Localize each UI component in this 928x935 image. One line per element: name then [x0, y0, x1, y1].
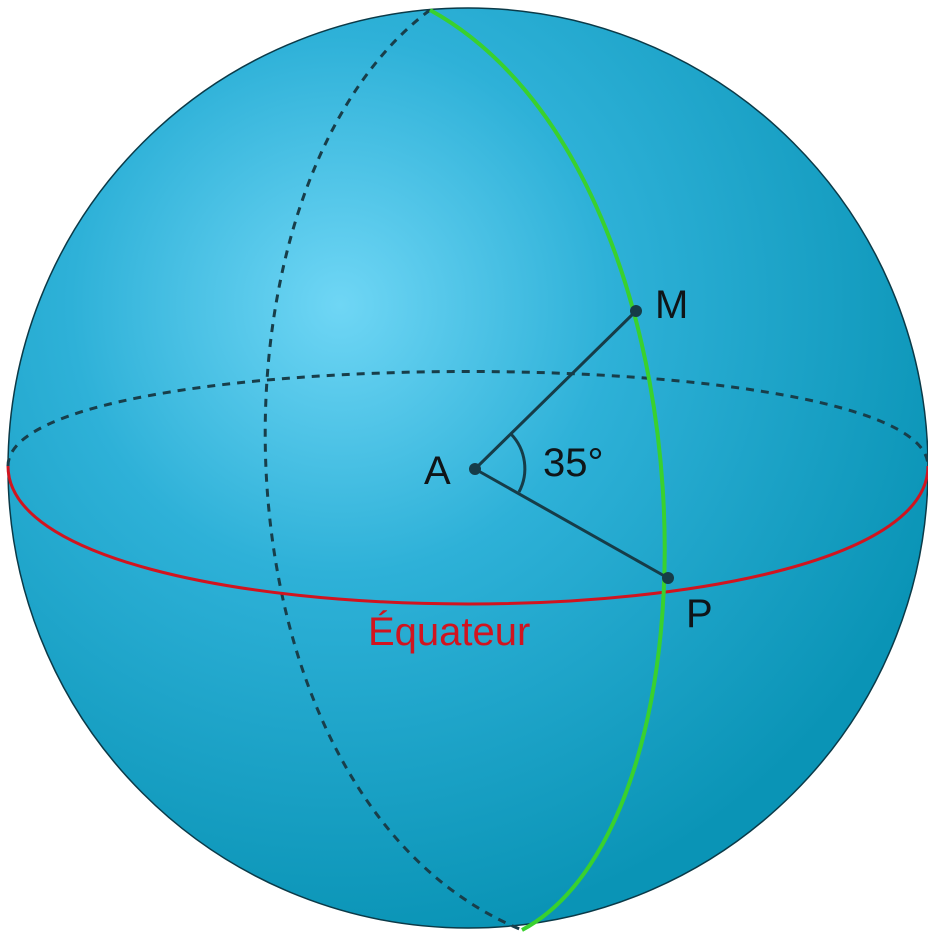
segment-am — [473, 309, 638, 471]
segment-ap — [474, 467, 669, 580]
point-p-dot — [662, 572, 674, 584]
equator-line — [6, 465, 928, 606]
sphere-body — [7, 7, 928, 929]
angle-arc — [509, 432, 527, 493]
point-p-label: P — [686, 592, 713, 636]
angle-label: 35° — [543, 441, 604, 485]
equator-back-dashed — [6, 370, 928, 467]
point-a-label: A — [424, 449, 451, 493]
equator-label: Équateur — [368, 609, 530, 654]
back-meridian-dashed — [263, 8, 523, 932]
point-a-dot — [469, 463, 481, 475]
point-m-label: M — [655, 283, 688, 327]
point-m-dot — [630, 305, 642, 317]
meridian-line — [429, 8, 667, 932]
